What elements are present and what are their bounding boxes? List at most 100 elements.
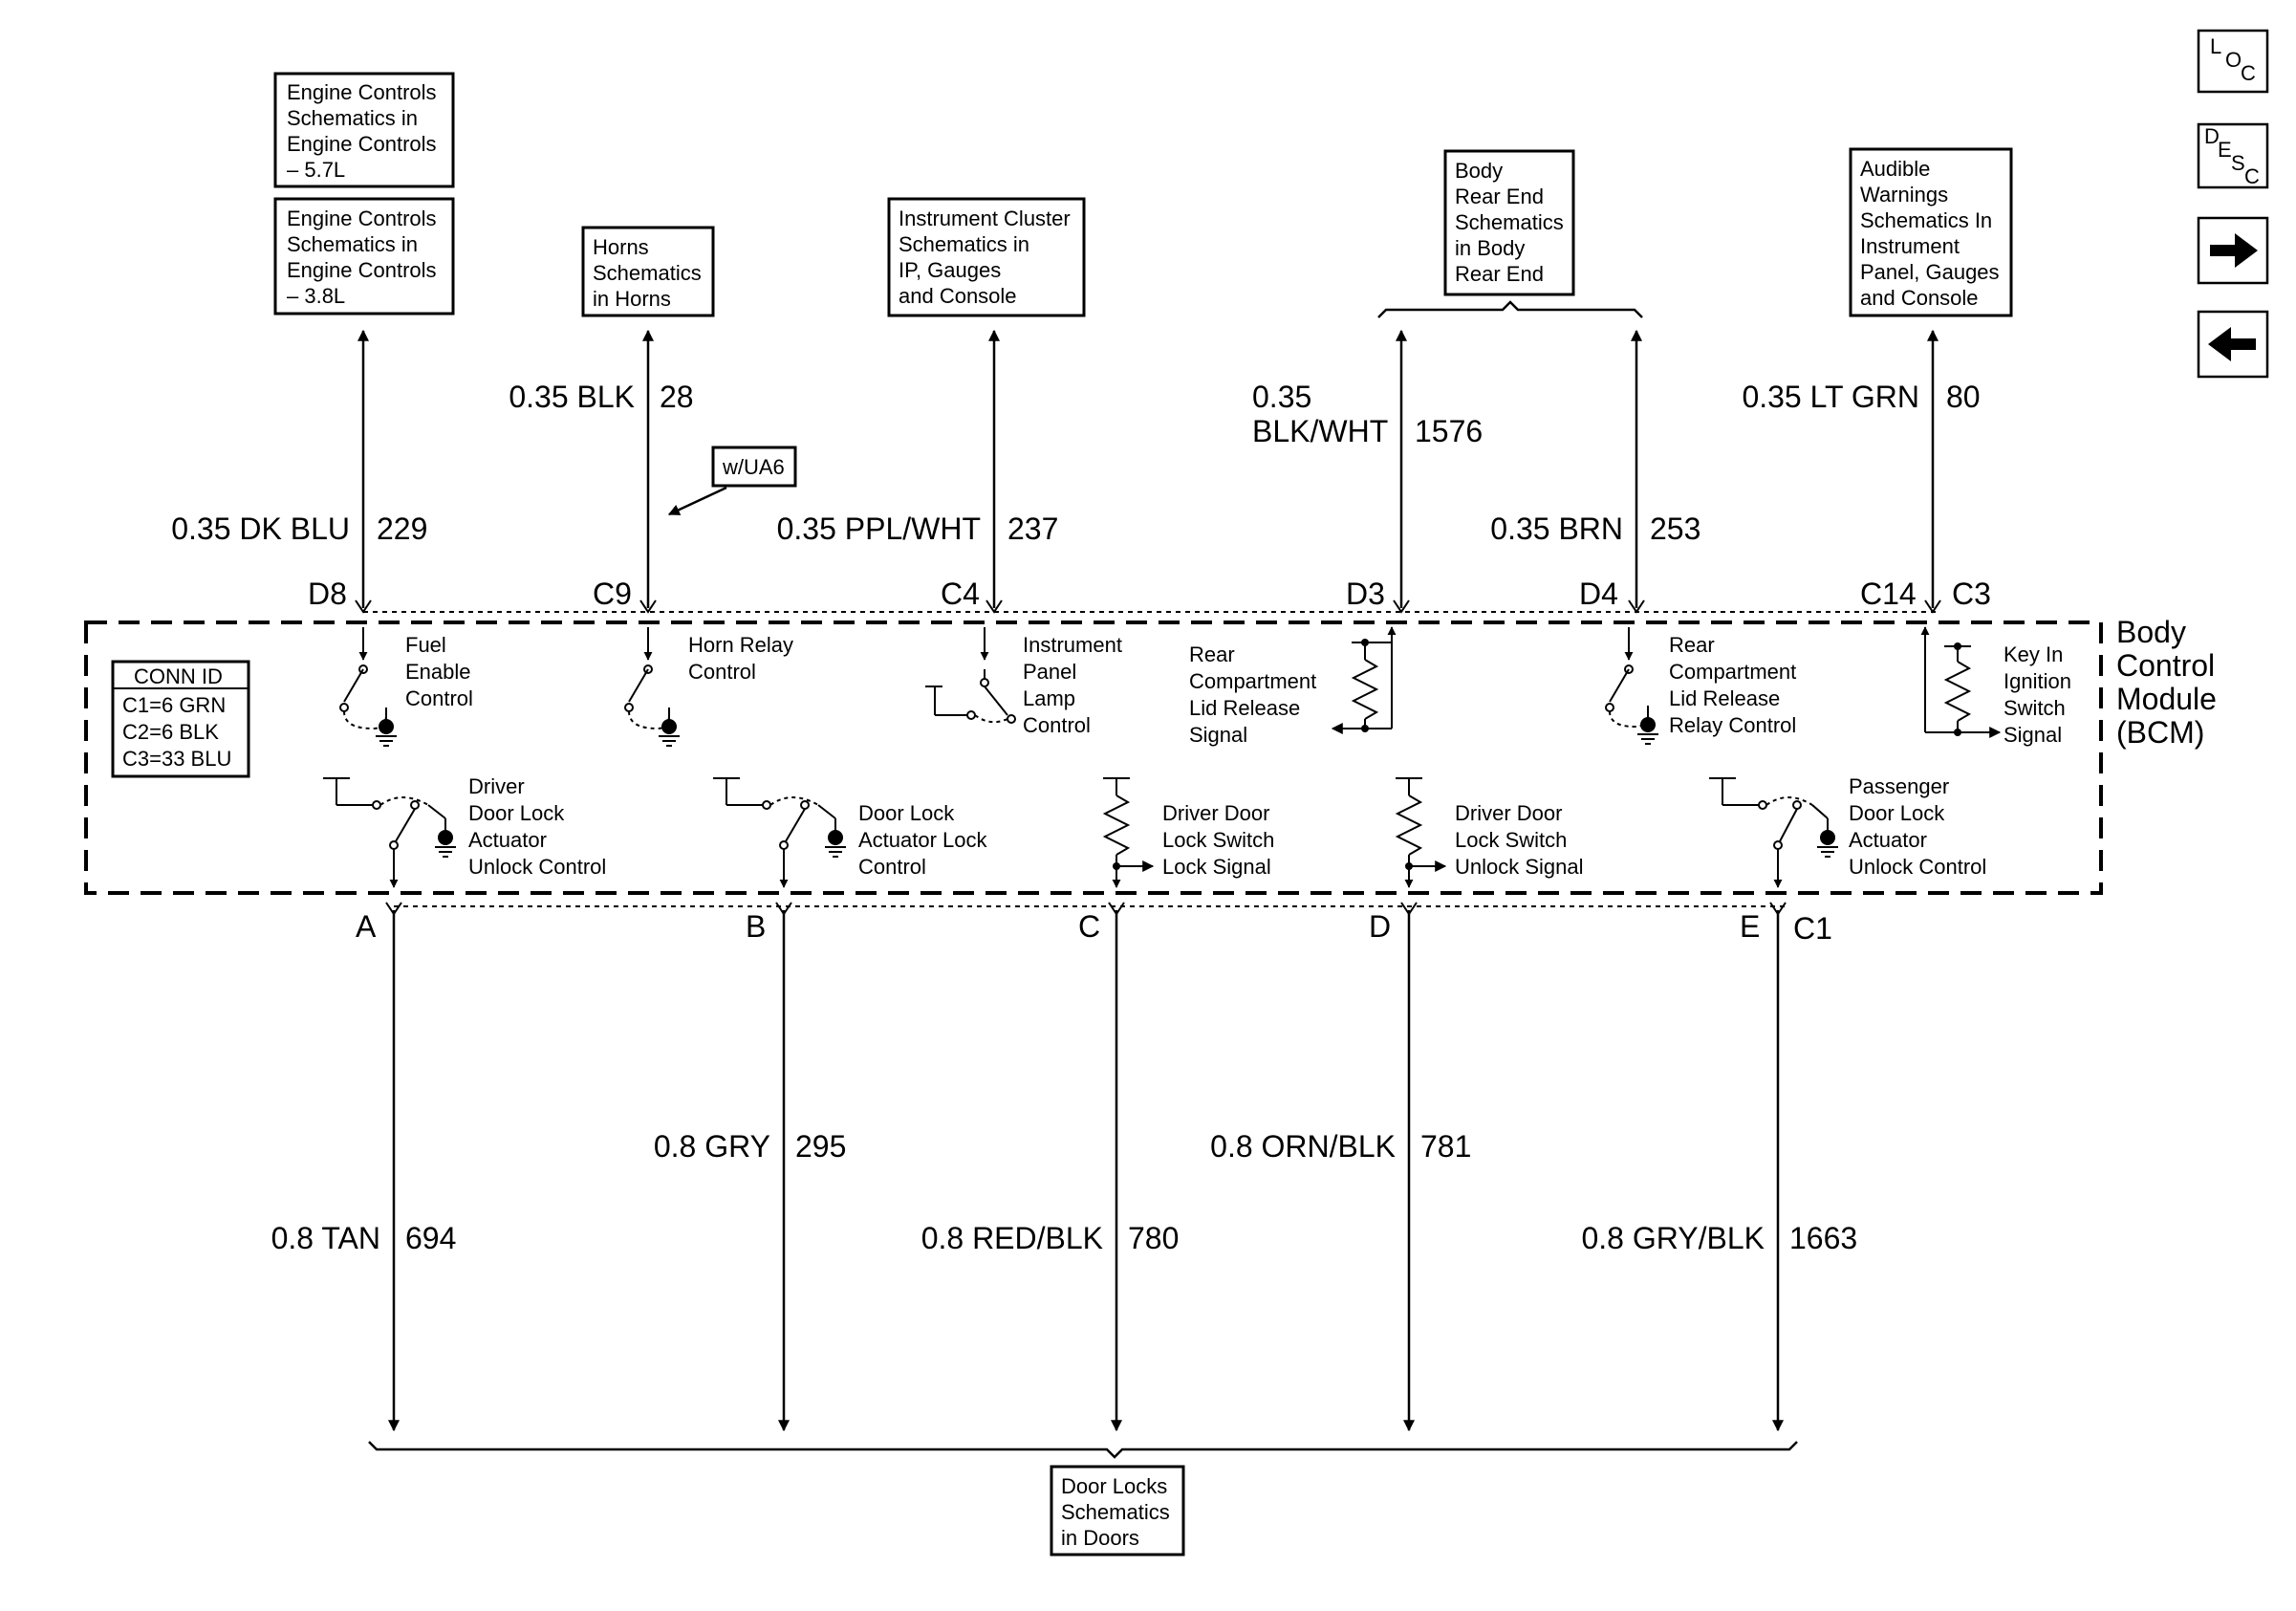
wire-c4: 0.35 PPL/WHT 237 C4: [777, 329, 1058, 614]
desc-button[interactable]: D E S C: [2197, 122, 2269, 189]
box-line: Rear End: [1455, 185, 1544, 208]
function-label: Switch: [2004, 696, 2066, 720]
function-label: Enable: [405, 660, 471, 684]
wire-circuit: 237: [1007, 512, 1058, 546]
switch-panel-lamp: Instrument Panel Lamp Control: [925, 627, 1122, 737]
function-label: Lock Switch: [1455, 828, 1567, 852]
box-line: and Console: [1860, 286, 1979, 310]
function-label: Rear: [1669, 633, 1715, 657]
bcm-title: Body Control Module (BCM): [2116, 615, 2217, 750]
pin-label: C4: [941, 577, 980, 611]
box-body-rear-end: Body Rear End Schematics in Body Rear En…: [1443, 149, 1575, 296]
connector-label: C1: [1793, 911, 1832, 946]
function-label: Control: [858, 855, 926, 879]
pin-label: D8: [308, 577, 347, 611]
box-line: Rear End: [1455, 262, 1544, 286]
desc-letter: C: [2244, 164, 2260, 188]
bcm-title-line: Module: [2116, 682, 2217, 716]
function-label: Lock Signal: [1162, 855, 1271, 879]
box-line: Schematics: [1061, 1500, 1170, 1524]
function-label: Compartment: [1189, 669, 1316, 693]
function-label: Horn Relay: [688, 633, 793, 657]
function-label: Fuel: [405, 633, 446, 657]
wire-d: 0.8 ORN/BLK 781 D: [1210, 902, 1471, 1432]
function-label: Lamp: [1023, 686, 1075, 710]
box-door-locks: Door Locks Schematics in Doors: [1050, 1465, 1185, 1557]
function-label: Signal: [2004, 723, 2062, 747]
function-label: Signal: [1189, 723, 1247, 747]
box-line: Schematics in: [287, 106, 418, 130]
wire-a: 0.8 TAN 694 A: [271, 902, 456, 1432]
conn-id-line: C1=6 GRN: [122, 693, 226, 717]
box-engine-controls-5-7l: Engine Controls Schematics in Engine Con…: [273, 72, 455, 188]
wire-e: 0.8 GRY/BLK 1663 E C1: [1581, 902, 1857, 1432]
box-line: Schematics in: [287, 232, 418, 256]
pin-label: E: [1740, 909, 1760, 944]
wire-d4: 0.35 BRN 253 D4: [1490, 329, 1700, 614]
box-line: IP, Gauges: [899, 258, 1001, 282]
function-label: Door Lock: [1849, 801, 1945, 825]
function-label: Driver Door: [1455, 801, 1562, 825]
function-label: Unlock Control: [1849, 855, 1986, 879]
resistor-rear-signal: Rear Compartment Lid Release Signal: [1189, 626, 1397, 747]
wire-spec: 0.8 GRY: [654, 1129, 770, 1164]
wire-circuit: 28: [660, 380, 694, 414]
box-line: Engine Controls: [287, 258, 437, 282]
function-label: Compartment: [1669, 660, 1796, 684]
box-line: Engine Controls: [287, 207, 437, 230]
box-line: – 3.8L: [287, 284, 345, 308]
box-line: Audible: [1860, 157, 1930, 181]
function-label: Key In: [2004, 642, 2063, 666]
pin-label: D: [1369, 909, 1391, 944]
function-label: Instrument: [1023, 633, 1122, 657]
conn-id-line: CONN ID: [134, 664, 223, 688]
resistor-key-in: Key In Ignition Switch Signal: [1920, 626, 2071, 747]
function-label: Driver: [468, 774, 525, 798]
switch-pass-unlock: Passenger Door Lock Actuator Unlock Cont…: [1709, 774, 1986, 888]
box-line: Warnings: [1860, 183, 1948, 207]
brace-bottom: [368, 1441, 1798, 1459]
box-line: and Console: [899, 284, 1017, 308]
bcm-title-line: Body: [2116, 615, 2186, 649]
connector-label: C3: [1952, 577, 1991, 611]
switch-rear-relay: Rear Compartment Lid Release Relay Contr…: [1605, 627, 1796, 745]
box-audible-warnings: Audible Warnings Schematics In Instrumen…: [1849, 147, 2013, 317]
function-label: Control: [405, 686, 473, 710]
box-line: – 5.7L: [287, 158, 345, 182]
conn-id-line: C3=33 BLU: [122, 747, 231, 771]
box-line: Schematics in: [899, 232, 1029, 256]
loc-button[interactable]: L O C: [2197, 29, 2269, 94]
option-ua6: w/UA6: [667, 446, 797, 516]
box-instrument-cluster: Instrument Cluster Schematics in IP, Gau…: [887, 197, 1086, 317]
wire-circuit: 253: [1650, 512, 1700, 546]
switch-horn-relay: Horn Relay Control: [624, 627, 793, 747]
wire-c: 0.8 RED/BLK 780 C: [921, 902, 1179, 1432]
loc-letter: O: [2225, 48, 2242, 72]
wire-b: 0.8 GRY 295 B: [654, 902, 846, 1432]
box-engine-controls-3-8l: Engine Controls Schematics in Engine Con…: [273, 197, 455, 316]
wire-circuit: 781: [1420, 1129, 1471, 1164]
loc-letter: L: [2210, 34, 2221, 58]
function-label: Passenger: [1849, 774, 1949, 798]
box-line: Instrument: [1860, 234, 1960, 258]
arrow-right-icon: [2210, 233, 2258, 268]
option-label: w/UA6: [722, 455, 785, 479]
box-line: Engine Controls: [287, 80, 437, 104]
box-line: in Body: [1455, 236, 1525, 260]
wire-spec: 0.35 BLK: [509, 380, 635, 414]
prev-button[interactable]: [2197, 310, 2269, 379]
wire-spec: 0.8 ORN/BLK: [1210, 1129, 1396, 1164]
bcm-boundary: [84, 620, 2103, 895]
function-label: Control: [688, 660, 756, 684]
wire-spec: 0.35 PPL/WHT: [777, 512, 981, 546]
box-line: Panel, Gauges: [1860, 260, 2000, 284]
function-label: Actuator: [468, 828, 547, 852]
desc-letter: E: [2218, 138, 2232, 162]
next-button[interactable]: [2197, 216, 2269, 285]
pin-label: C14: [1860, 577, 1917, 611]
box-line: Body: [1455, 159, 1503, 183]
conn-id-box: CONN ID C1=6 GRN C2=6 BLK C3=33 BLU: [111, 660, 250, 778]
switch-fuel-enable: Fuel Enable Control: [339, 627, 473, 747]
resistor-drv-lock-signal: Driver Door Lock Switch Lock Signal: [1102, 777, 1274, 888]
